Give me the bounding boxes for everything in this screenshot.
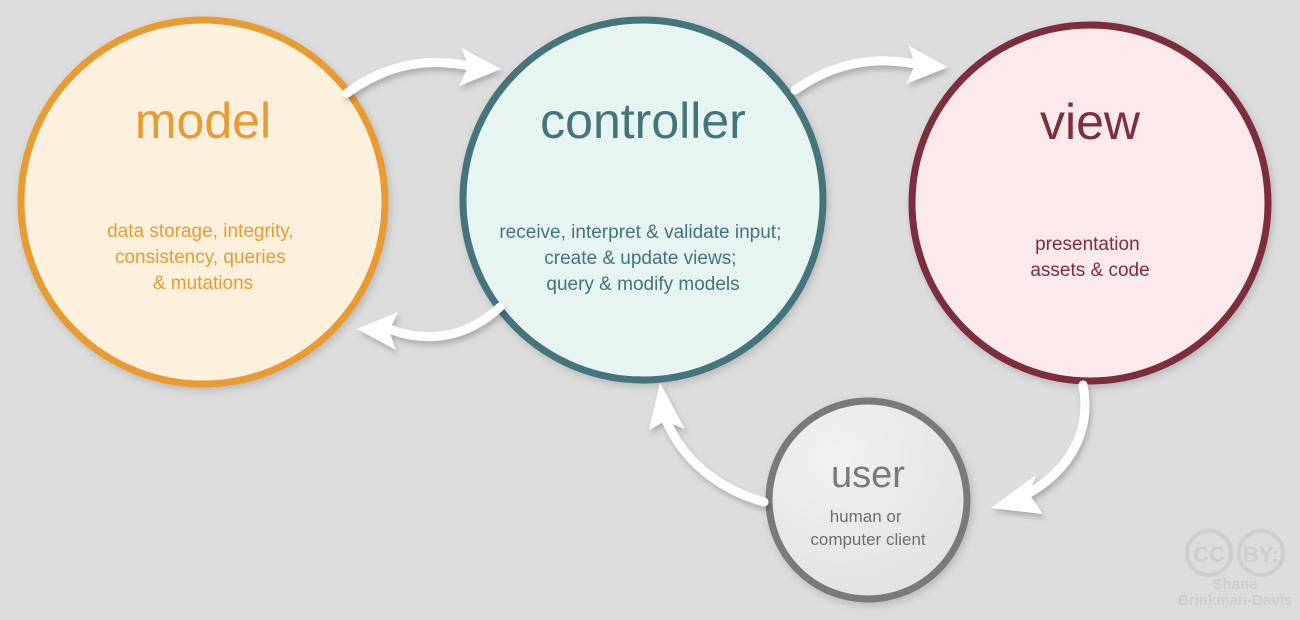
user-desc-line-2: computer client: [810, 530, 926, 549]
user-title: user: [831, 454, 905, 496]
controller-desc-line-3: query & modify models: [546, 274, 739, 295]
arrow-controller-to-model: [357, 302, 505, 350]
controller-desc-line-2: create & update views;: [544, 248, 736, 269]
controller-title: controller: [540, 93, 746, 149]
attribution-author-line-1: Shane: [1212, 576, 1257, 593]
node-controller[interactable]: controller receive, interpret & validate…: [459, 16, 827, 384]
attribution-author-line-2: Brinkman-Davis: [1178, 592, 1292, 609]
user-desc-line-1: human or: [830, 507, 902, 526]
view-circle[interactable]: [908, 21, 1272, 385]
model-circle[interactable]: [17, 16, 389, 388]
model-desc-line-3: & mutations: [153, 273, 253, 294]
controller-circle[interactable]: [459, 16, 827, 384]
by-license-icon[interactable]: BY:: [1237, 529, 1285, 577]
cc-license-icon[interactable]: CC: [1185, 529, 1233, 577]
arrow-user-to-controller: [649, 383, 769, 507]
arrow-model-to-controller: [342, 48, 501, 98]
controller-desc-line-1: receive, interpret & validate input;: [499, 222, 781, 243]
view-desc-line-2: assets & code: [1030, 260, 1149, 281]
view-title: view: [1040, 94, 1141, 150]
user-description: human or computer client: [810, 507, 926, 549]
user-circle[interactable]: [765, 397, 971, 603]
view-description: presentation assets & code: [1030, 234, 1149, 281]
arrow-controller-to-view: [790, 46, 948, 95]
model-desc-line-2: consistency, queries: [115, 247, 286, 268]
model-desc-line-1: data storage, integrity,: [107, 221, 294, 242]
controller-description: receive, interpret & validate input; cre…: [499, 222, 786, 295]
node-view[interactable]: view presentation assets & code: [908, 21, 1272, 385]
by-badge-label: BY:: [1243, 542, 1279, 567]
arrow-view-to-user: [991, 380, 1090, 514]
node-user[interactable]: user human or computer client: [765, 397, 971, 603]
node-model[interactable]: model data storage, integrity, consisten…: [17, 16, 389, 388]
model-description: data storage, integrity, consistency, qu…: [107, 221, 299, 294]
model-title: model: [135, 93, 271, 149]
view-desc-line-1: presentation: [1035, 234, 1140, 255]
cc-badge-label: CC: [1193, 542, 1225, 567]
